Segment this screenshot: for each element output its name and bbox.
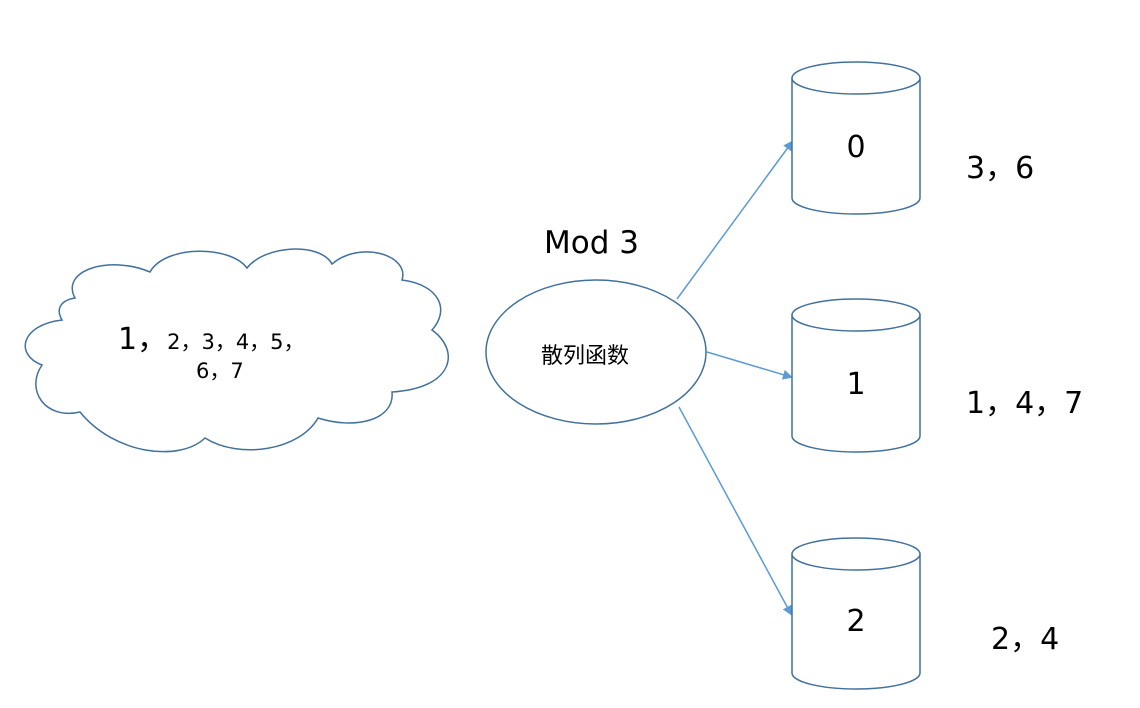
arrow-to-bucket-1: [706, 351, 793, 380]
bucket-1-id: 1: [846, 367, 866, 402]
arrow-to-bucket-0: [676, 140, 794, 300]
bucket-2-id: 2: [846, 604, 866, 639]
input-cloud: [24, 248, 449, 453]
bucket-2-values: 2，4: [991, 622, 1060, 657]
input-remaining-numbers: 2，3，4，5，: [167, 330, 305, 354]
bucket-2-cylinder: [791, 537, 921, 690]
hash-function-label: 散列函数: [541, 344, 630, 369]
input-numbers-line-1: 1，2，3，4，5，: [118, 314, 305, 358]
bucket-0-cylinder: [791, 61, 921, 215]
hash-function-ellipse: [485, 279, 707, 425]
bucket-0-id: 0: [846, 130, 866, 165]
arrow-to-bucket-2: [678, 406, 792, 616]
bucket-1-cylinder: [791, 298, 921, 453]
input-numbers-line-2: 6，7: [196, 359, 244, 383]
bucket-0-values: 3，6: [966, 151, 1035, 186]
hash-function-title: Mod 3: [544, 225, 639, 261]
bucket-1-values: 1，4，7: [966, 386, 1084, 421]
input-first-number: 1，: [118, 322, 168, 357]
